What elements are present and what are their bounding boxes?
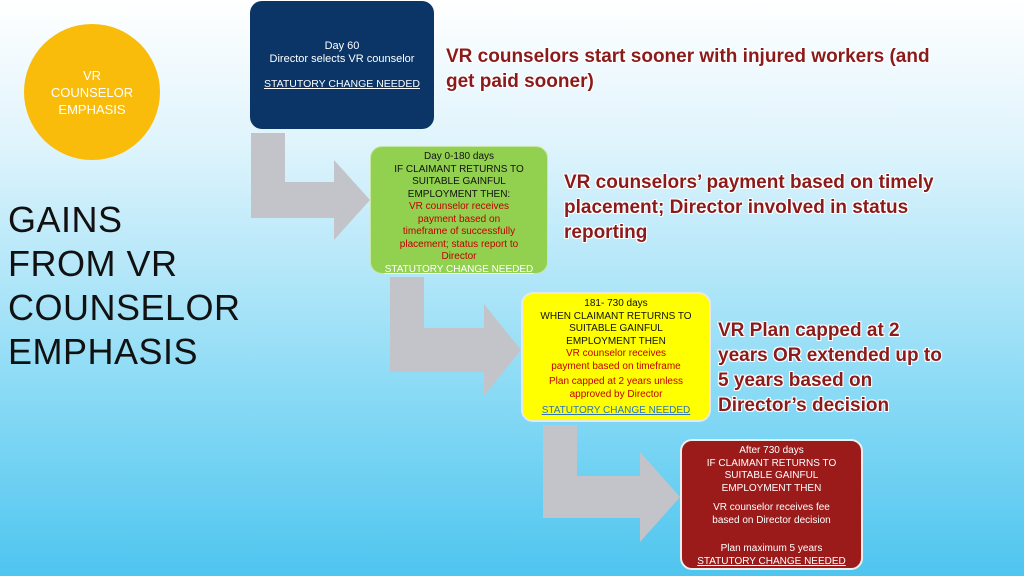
note-plan-capped: VR Plan capped at 2 years OR extended up… [718,318,942,418]
note-line: VR counselors’ payment based on timely [564,172,934,193]
title-line: FROM VR [8,243,178,284]
step-detail: placement; status report to [399,238,519,250]
vr-counselor-emphasis-circle: VR COUNSELOR EMPHASIS [24,24,160,160]
arrow-3 [543,425,680,542]
step-text: WHEN CLAIMANT RETURNS TO [540,310,692,322]
title-line: EMPHASIS [8,331,199,372]
note-payment-timely: VR counselors’ payment based on timely p… [564,170,934,245]
note-line: years OR extended up to [718,345,942,366]
step-text: SUITABLE GAINFUL [412,176,506,187]
note-line: reporting [564,222,648,243]
step-text: SUITABLE GAINFUL [569,323,663,334]
step-text: SUITABLE GAINFUL [724,470,819,481]
page-title: GAINS FROM VR COUNSELOR EMPHASIS [8,198,268,374]
step-text: EMPLOYMENT THEN [566,335,666,347]
note-line: 5 years based on [718,370,873,391]
step-detail: Plan maximum 5 years [720,543,823,554]
note-line: Director’s decision [718,395,890,416]
circle-line: EMPHASIS [58,101,126,117]
statutory-change-link[interactable]: STATUTORY CHANGE NEEDED [384,263,534,275]
step-after-730-days-box: After 730 days IF CLAIMANT RETURNS TO SU… [680,439,863,570]
step-detail: Director [441,251,477,262]
title-line: COUNSELOR [8,287,241,328]
statutory-change-link[interactable]: STATUTORY CHANGE NEEDED [697,555,846,567]
statutory-change-link[interactable]: STATUTORY CHANGE NEEDED [264,77,420,90]
statutory-change-link[interactable]: STATUTORY CHANGE NEEDED [541,405,691,416]
arrow-1 [251,133,370,240]
note-line: VR Plan capped at 2 [718,320,900,341]
step-text: Director selects VR counselor [269,52,415,65]
step-detail: approved by Director [569,388,663,400]
title-line: GAINS [8,199,123,240]
step-heading: 181- 730 days [584,298,648,309]
step-181-730-days-box: 181- 730 days WHEN CLAIMANT RETURNS TO S… [521,292,711,422]
step-detail: VR counselor receives [565,348,667,359]
arrow-2 [390,277,521,396]
circle-line: COUNSELOR [50,84,134,100]
step-detail: payment based on timeframe [551,360,681,372]
step-day-0-180-box: Day 0-180 days IF CLAIMANT RETURNS TO SU… [370,146,548,275]
step-day-60-box: Day 60 Director selects VR counselor STA… [250,1,434,129]
step-detail: timeframe of successfully [402,226,516,237]
step-heading: Day 60 [324,39,360,52]
step-heading: After 730 days [739,445,804,456]
step-detail: Plan capped at 2 years unless [549,376,683,387]
step-heading: Day 0-180 days [423,151,495,162]
step-detail: based on Director decision [712,514,831,526]
note-start-sooner: VR counselors start sooner with injured … [446,44,930,94]
note-line: get paid sooner) [446,71,594,92]
step-text: IF CLAIMANT RETURNS TO [394,163,524,175]
circle-line: VR [82,67,102,83]
note-line: placement; Director involved in status [564,197,909,218]
step-detail: payment based on [417,213,501,225]
step-detail: VR counselor receives fee [713,502,830,513]
note-line: VR counselors start sooner with injured … [446,46,930,67]
step-detail: VR counselor receives [408,201,510,212]
step-text: EMPLOYMENT THEN: [407,188,511,200]
step-text: IF CLAIMANT RETURNS TO [706,457,837,469]
step-text: EMPLOYMENT THEN [721,482,822,494]
